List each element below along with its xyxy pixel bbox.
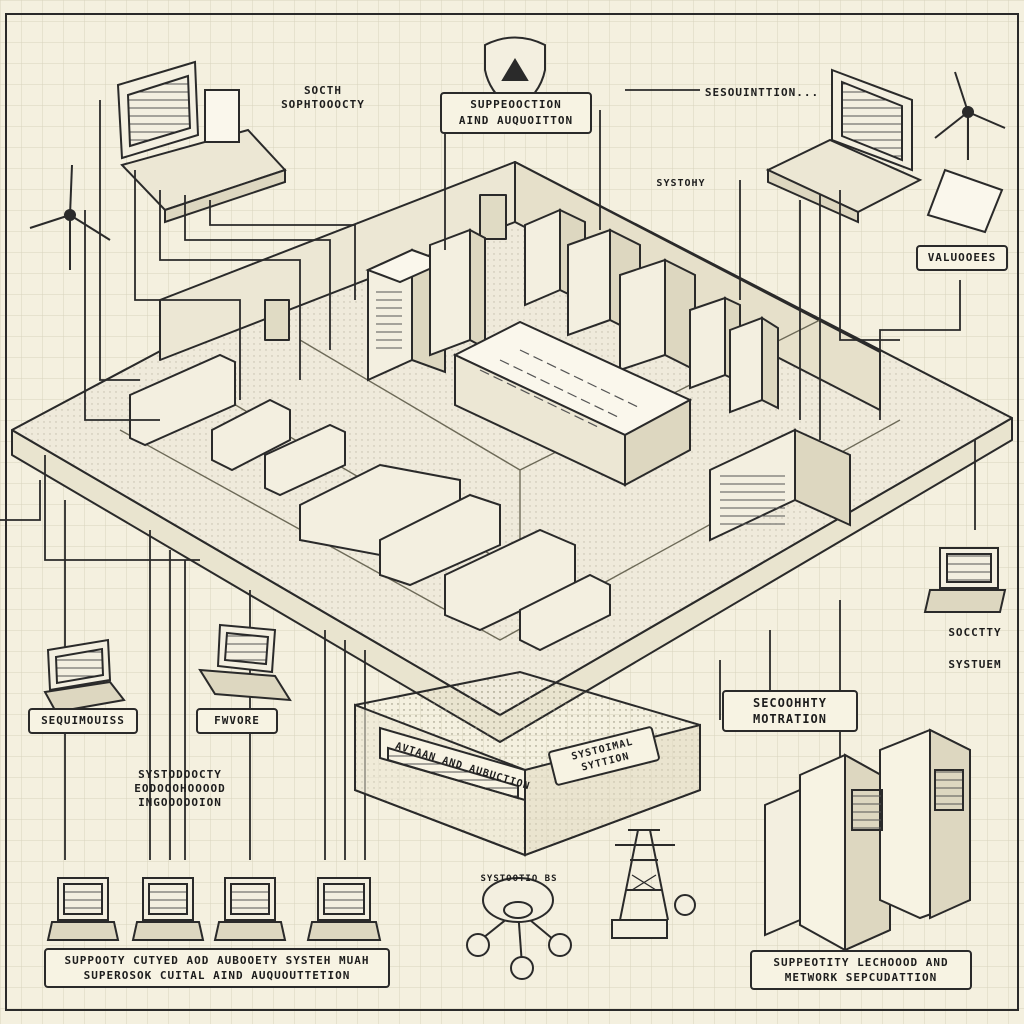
server-rack-icon <box>452 320 693 487</box>
label-top-center-line1: SUPPEOOCTION <box>470 98 562 111</box>
shield-icon <box>484 36 546 112</box>
label-top-left-line2: SOPHTOOOCTY <box>281 98 365 111</box>
label-bottom-right-line1: SUPPEOTITY LECHOOOD AND <box>773 956 949 969</box>
label-mid-left-line3: INGOOOOOION <box>138 796 222 809</box>
page-frame <box>5 13 1019 1011</box>
server-rack-icon <box>365 228 486 382</box>
label-mid-right-small: SYSTOHY <box>656 178 706 189</box>
laptop-icon <box>923 547 1007 613</box>
label-right-system: SYSTUEM <box>948 658 1002 671</box>
label-right-society: SOCCTTY <box>948 626 1002 639</box>
label-mid-left: SYSTODOOCTY EODOOOHOOOOD INGOOOOOION <box>100 768 260 810</box>
label-network-hub: SYSTOOTIO BS <box>480 874 558 884</box>
server-rack-icon <box>129 353 851 652</box>
label-top-left: SOCTH SOPHTOOOCTY <box>268 84 378 112</box>
label-security-line1: SECOOHHTY <box>752 696 828 710</box>
label-center-laptop: FWVORE <box>196 708 278 734</box>
laptop-icon <box>43 638 126 714</box>
label-left-laptop: SEQUIMOUISS <box>28 708 138 734</box>
label-top-center-line2: AIND AUQUOITTON <box>458 114 574 127</box>
label-top-right: SESOUINTTION... <box>704 86 820 99</box>
network-hub-icon <box>466 877 572 980</box>
laptop-icon <box>198 623 292 702</box>
label-bottom-left: SUPPOOTY CUTYED AOD AUBOOETY SYSTEH MUAH… <box>44 948 390 988</box>
label-mid-left-line1: SYSTODOOCTY <box>138 768 222 781</box>
transmission-tower-icon <box>611 829 696 939</box>
document-icon <box>926 168 1004 234</box>
server-rack-icon <box>764 728 971 952</box>
label-security-box: SECOOHHTY MOTRATION <box>722 690 858 732</box>
label-bottom-left-line1: SUPPOOTY CUTYED AOD AUBOOETY SYSTEH MUAH <box>64 954 370 967</box>
label-value-box: VALUOOEES <box>916 245 1008 271</box>
label-security-line2: MOTRATION <box>752 712 828 726</box>
monitor-icon <box>116 60 287 224</box>
monitor-icon <box>765 68 923 224</box>
label-bottom-left-line2: SUPEROSOK CUITAL AIND AUQUOUTTETION <box>83 969 351 982</box>
wind-turbine-icon <box>934 71 1006 160</box>
label-top-left-line1: SOCTH <box>303 84 343 97</box>
label-top-center: SUPPEOOCTION AIND AUQUOITTON <box>440 92 592 134</box>
wind-turbine-icon <box>29 164 111 270</box>
laptop-icon <box>46 877 382 941</box>
label-bottom-right: SUPPEOTITY LECHOOOD AND METWORK SEPCUDAT… <box>750 950 972 990</box>
label-bottom-right-line2: METWORK SEPCUDATTION <box>784 971 938 984</box>
label-mid-left-line2: EODOOOHOOOOD <box>134 782 226 795</box>
server-rack-icon <box>524 208 779 414</box>
